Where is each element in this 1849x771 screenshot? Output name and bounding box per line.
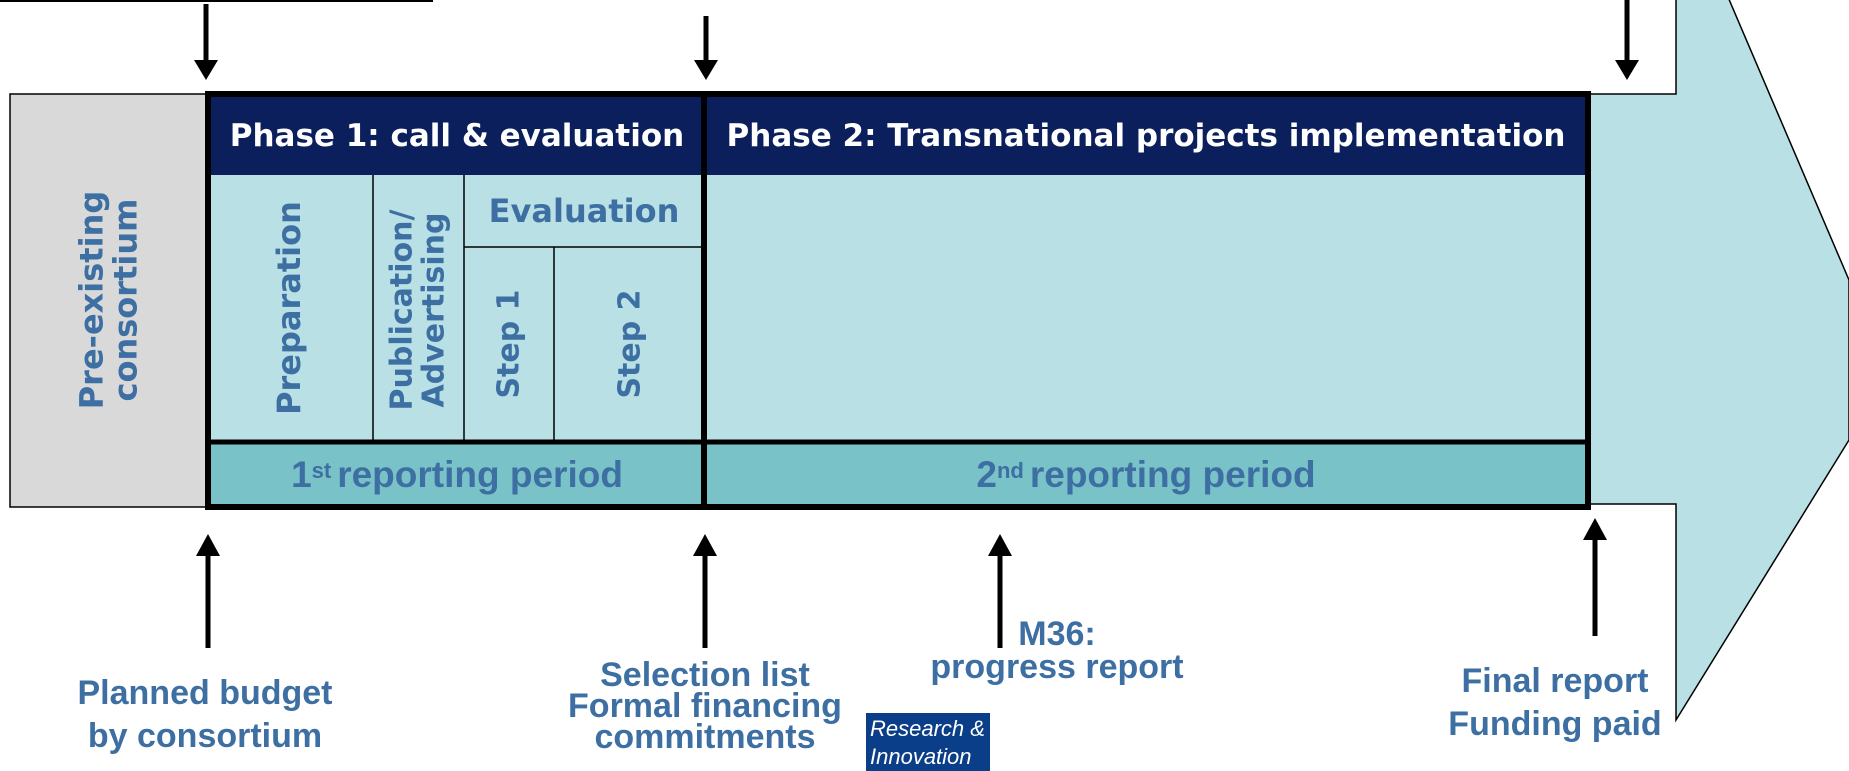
arrow-up [988, 534, 1012, 648]
step1-label: Step 1 [491, 289, 527, 399]
budget-milestone-label: Planned budget by consortium [77, 674, 333, 755]
m36-milestone-label: M36: progress report [930, 615, 1184, 686]
arrow-up [196, 534, 220, 648]
phase2-header: Phase 2: Transnational projects implemen… [726, 118, 1566, 154]
preparation-label: Preparation [270, 201, 309, 415]
final-milestone-label: Final report Funding paid [1448, 662, 1662, 743]
reporting-band [208, 442, 1588, 507]
evaluation-label: Evaluation [488, 192, 680, 230]
step2-label: Step 2 [612, 289, 648, 399]
phase1-header: Phase 1: call & evaluation [229, 118, 685, 154]
first-num: 1 [291, 454, 312, 495]
research-innovation-badge: Research & Innovation [866, 713, 990, 771]
phase-header-bar [208, 94, 1588, 175]
arrow-down [194, 4, 218, 80]
first-sup: st [311, 458, 332, 483]
second-num: 2 [976, 454, 997, 495]
pre-existing-box [9, 93, 209, 508]
second-text: reporting period [1029, 454, 1316, 495]
phase2-outline [701, 91, 1591, 510]
second-sup: nd [996, 458, 1024, 483]
arrow-down [694, 16, 718, 80]
arrow-up [693, 534, 717, 648]
publication-label: Publication/ Advertising [384, 209, 452, 411]
pre-existing-label: Pre-existing consortium [72, 190, 144, 410]
timeline-arrow [1587, 0, 1849, 723]
arrow-down [1615, 0, 1639, 80]
selection-milestone-label: Selection list Formal financing commitme… [568, 656, 842, 756]
first-text: reporting period [337, 454, 623, 495]
arrow-up [1583, 518, 1607, 636]
